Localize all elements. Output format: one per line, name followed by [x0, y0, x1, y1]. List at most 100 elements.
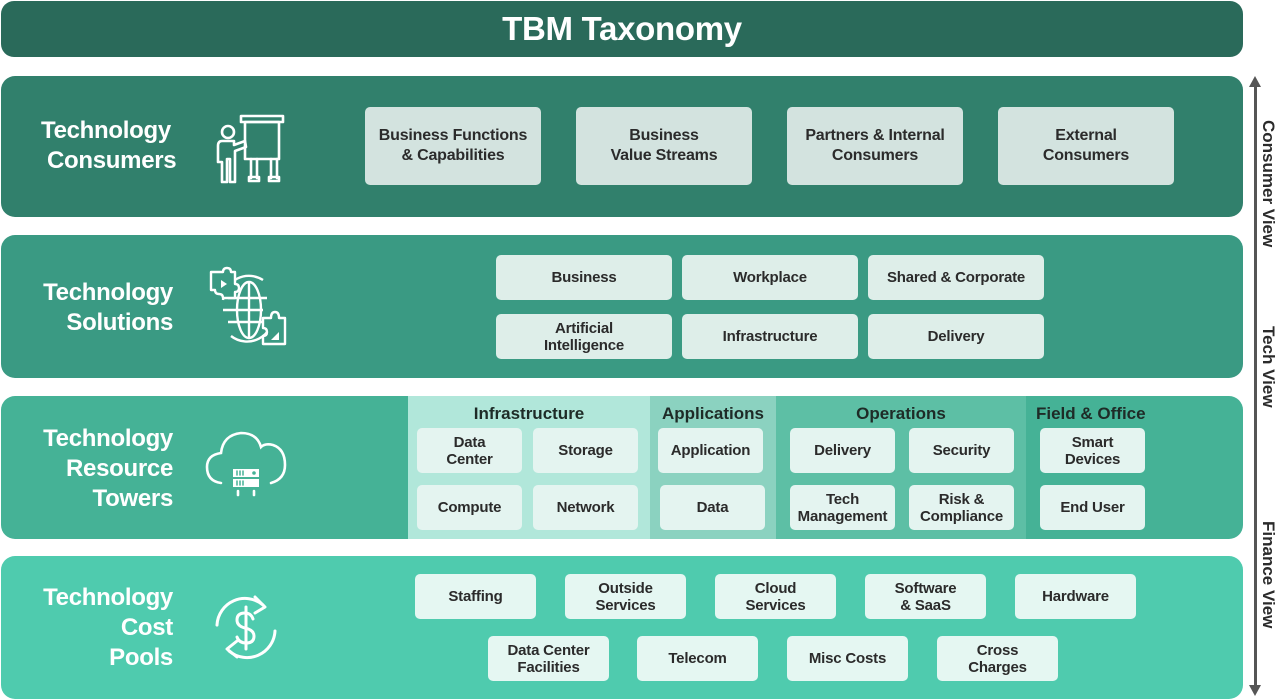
dollar-cycle-icon: [215, 595, 277, 660]
tower-box[interactable]: Data Center: [417, 428, 522, 473]
layer-technology-cost-pools: Technology Cost Pools Staffing Outside S…: [1, 556, 1243, 699]
tower-group-infrastructure: Infrastructure Data Center Storage Compu…: [408, 396, 650, 539]
box-label: Business Value Streams: [610, 127, 718, 164]
box-label: Data Center: [446, 433, 493, 468]
tower-box[interactable]: Security: [909, 428, 1014, 473]
box-label: Risk & Compliance: [919, 490, 1004, 525]
view-axis: Consumer View Tech View Finance View: [1248, 76, 1278, 696]
box-label: Partners & Internal Consumers: [805, 127, 945, 164]
layer-technology-consumers: Technology Consumers Business Functions …: [1, 76, 1243, 217]
consumer-box[interactable]: Partners & Internal Consumers: [787, 107, 963, 185]
layer-label-line: Cost: [120, 614, 173, 641]
title-bar: TBM Taxonomy: [1, 1, 1243, 57]
tower-box[interactable]: Delivery: [790, 428, 895, 473]
box-label: Business: [551, 269, 617, 286]
box-label: Staffing: [448, 588, 503, 605]
double-headed-arrow-icon: [1254, 84, 1257, 688]
tower-box[interactable]: Network: [533, 485, 638, 530]
tower-group-title: Field & Office: [1036, 404, 1146, 423]
box-label: Software & SaaS: [894, 579, 957, 614]
solution-box[interactable]: Workplace: [682, 255, 858, 300]
solution-box[interactable]: Shared & Corporate: [868, 255, 1044, 300]
layer-label-line: Technology: [43, 279, 173, 306]
layer-label-line: Resource: [66, 455, 173, 482]
consumer-box[interactable]: Business Value Streams: [576, 107, 752, 185]
box-label: Storage: [558, 442, 613, 459]
tower-box[interactable]: Risk & Compliance: [909, 485, 1014, 530]
box-label: Artificial Intelligence: [543, 319, 625, 354]
cost-pool-box[interactable]: Cross Charges: [937, 636, 1058, 681]
box-label: Cloud Services: [745, 579, 806, 614]
cost-pool-box[interactable]: Telecom: [637, 636, 758, 681]
arrow-down-icon: [1249, 685, 1261, 696]
tower-box[interactable]: Application: [658, 428, 763, 473]
box-label: Compute: [437, 499, 502, 516]
box-label: Tech Management: [797, 490, 888, 525]
solution-box[interactable]: Business: [496, 255, 672, 300]
tower-group-operations: Operations Delivery Security Tech Manage…: [776, 396, 1026, 539]
layer-label-line: Towers: [92, 485, 174, 512]
box-label: Business Functions & Capabilities: [378, 127, 528, 164]
box-label: End User: [1060, 499, 1125, 516]
layer-technology-resource-towers: Technology Resource Towers Infrastructur…: [1, 396, 1243, 539]
tower-box[interactable]: Storage: [533, 428, 638, 473]
consumer-box[interactable]: Business Functions & Capabilities: [365, 107, 541, 185]
box-label: Delivery: [927, 328, 985, 345]
layer-label: Technology Solutions: [43, 278, 173, 338]
box-label: Shared & Corporate: [886, 269, 1026, 286]
cost-pool-box[interactable]: Software & SaaS: [865, 574, 986, 619]
layer-technology-solutions: Technology Solutions Business Workplace …: [1, 235, 1243, 378]
box-label: Cross Charges: [968, 641, 1027, 676]
box-label: Hardware: [1042, 588, 1109, 605]
layer-label-line: Technology: [43, 584, 173, 611]
box-label: External Consumers: [1042, 127, 1130, 164]
tower-box[interactable]: Compute: [417, 485, 522, 530]
tower-group-field-office: Field & Office Smart Devices End User: [1026, 396, 1243, 539]
box-label: Infrastructure: [722, 328, 818, 345]
tower-group-title: Applications: [661, 404, 764, 423]
arrow-up-icon: [1249, 76, 1261, 87]
tower-box[interactable]: Data: [660, 485, 765, 530]
cost-pool-box[interactable]: Outside Services: [565, 574, 686, 619]
box-label: Data Center Facilities: [507, 641, 590, 676]
layer-label-line: Pools: [109, 644, 173, 671]
page-title: TBM Taxonomy: [502, 10, 742, 47]
tower-group-title: Infrastructure: [473, 404, 585, 423]
globe-puzzle-icon: [209, 266, 287, 346]
tower-box[interactable]: Smart Devices: [1040, 428, 1145, 473]
box-label: Telecom: [668, 650, 727, 667]
layer-label: Technology Cost Pools: [43, 583, 173, 673]
axis-label-tech-view: Tech View: [1259, 326, 1278, 408]
layer-label-line: Technology: [43, 425, 173, 452]
layer-label: Technology Resource Towers: [43, 424, 173, 514]
layer-label: Technology Consumers: [41, 116, 177, 176]
box-label: Network: [556, 499, 615, 516]
box-label: Data: [696, 499, 729, 516]
solution-box[interactable]: Artificial Intelligence: [496, 314, 672, 359]
box-label: Smart Devices: [1064, 433, 1121, 468]
axis-label-finance-view: Finance View: [1259, 521, 1278, 629]
box-label: Outside Services: [595, 579, 656, 614]
cost-pool-box[interactable]: Misc Costs: [787, 636, 908, 681]
box-label: Security: [932, 442, 991, 459]
tower-group-applications: Applications Application Data: [650, 396, 776, 539]
cost-pool-box[interactable]: Hardware: [1015, 574, 1136, 619]
solution-box[interactable]: Infrastructure: [682, 314, 858, 359]
cost-pool-box[interactable]: Staffing: [415, 574, 536, 619]
cost-pool-box[interactable]: Data Center Facilities: [488, 636, 609, 681]
tower-group-title: Operations: [856, 404, 946, 423]
box-label: Misc Costs: [808, 650, 887, 667]
cost-pool-box[interactable]: Cloud Services: [715, 574, 836, 619]
solution-box[interactable]: Delivery: [868, 314, 1044, 359]
layer-label-line: Consumers: [47, 147, 177, 174]
box-label: Workplace: [733, 269, 807, 286]
axis-label-consumer-view: Consumer View: [1259, 120, 1278, 248]
box-label: Application: [670, 442, 751, 459]
consumer-box[interactable]: External Consumers: [998, 107, 1174, 185]
presentation-board-icon: [216, 114, 285, 184]
layer-label-line: Technology: [41, 117, 171, 144]
cloud-server-icon: [205, 431, 287, 497]
tower-box[interactable]: Tech Management: [790, 485, 895, 530]
tower-box[interactable]: End User: [1040, 485, 1145, 530]
box-label: Delivery: [814, 442, 871, 459]
